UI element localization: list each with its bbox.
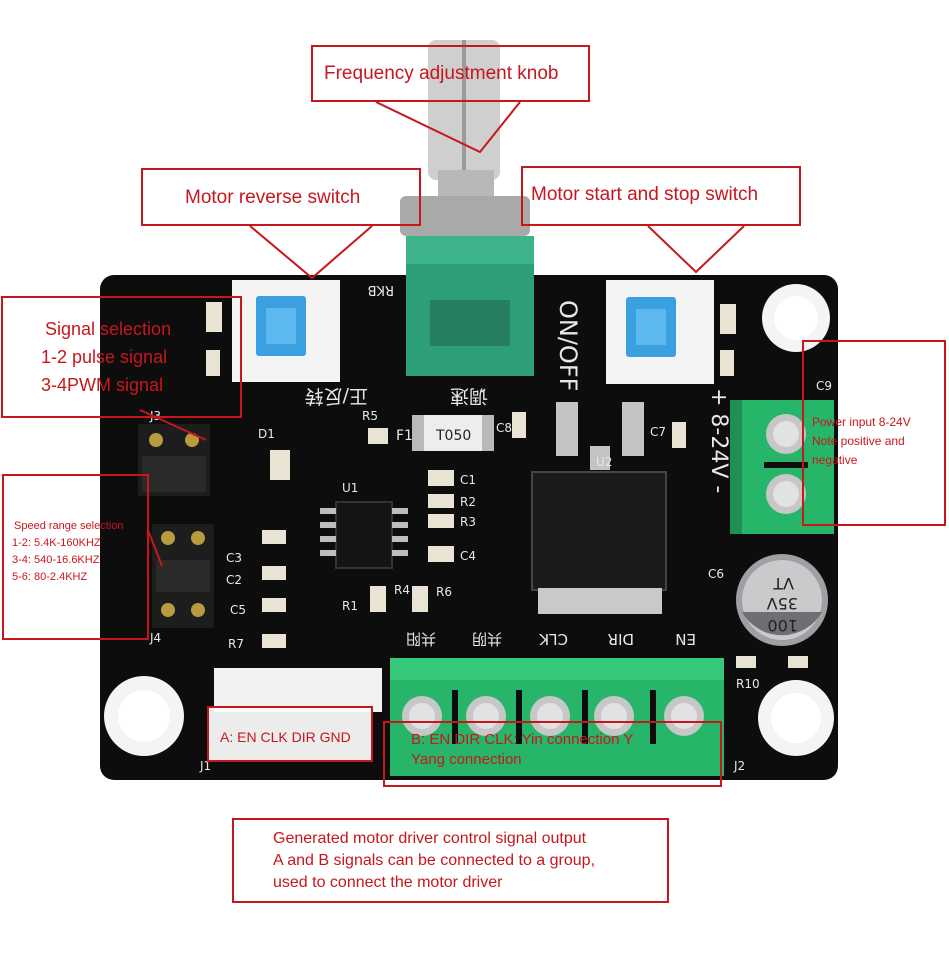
bottom-note-line2: A and B signals can be connected to a gr…	[273, 852, 596, 869]
start-stop-switch	[606, 280, 714, 384]
terminal-label-common-anode: 共阳	[406, 630, 436, 648]
mounting-hole	[758, 680, 834, 756]
port-a-text: A: EN CLK DIR GND	[220, 729, 351, 745]
speed-range-line1: 1-2: 5.4K-160KHZ	[12, 537, 101, 549]
signal-selection-line1: 1-2 pulse signal	[41, 347, 168, 367]
power-input-line1: Power input 8-24V	[812, 415, 911, 429]
callout-reverse-switch-text: Motor reverse switch	[185, 187, 361, 208]
voltage-regulator	[531, 402, 667, 614]
silk-c1: C1	[460, 473, 476, 487]
callout-frequency-knob-text: Frequency adjustment knob	[324, 63, 559, 84]
power-terminal-block	[730, 400, 834, 534]
silk-u1: U1	[342, 481, 358, 495]
terminal-label-clk: CLK	[538, 630, 568, 648]
terminal-label-dir: DIR	[608, 630, 634, 648]
silk-j4: J4	[149, 631, 161, 645]
cap-marking-voltage: 35V	[767, 594, 798, 613]
silk-j2: J2	[733, 759, 745, 773]
silk-rkb: RKB	[368, 282, 394, 297]
silk-forward-reverse: 正/反转	[305, 385, 368, 407]
callout-reverse-switch: Motor reverse switch	[141, 168, 421, 226]
silk-u2: U2	[596, 455, 612, 469]
signal-selection-line2: 3-4PWM signal	[41, 375, 164, 395]
callout-leaders	[139, 101, 745, 567]
power-input-line2: Note positive and	[812, 434, 905, 448]
silk-fuse: F1	[396, 428, 413, 444]
callout-port-a: A: EN CLK DIR GND	[207, 706, 373, 762]
silk-c7: C7	[650, 425, 666, 439]
electrolytic-capacitor	[736, 554, 828, 646]
silk-on-off: ON/OFF	[554, 300, 582, 391]
silk-r6: R6	[436, 585, 452, 599]
silk-power-polarity: + 8-24V -	[706, 388, 731, 493]
cap-marking-value: 100	[767, 616, 798, 635]
signal-jumper-header	[138, 424, 210, 496]
speed-range-line3: 5-6: 80-2.4KHZ	[12, 571, 88, 583]
speed-range-title: Speed range selection	[14, 520, 124, 532]
terminal-label-en: EN	[675, 630, 696, 648]
mounting-hole	[762, 284, 830, 352]
callout-start-stop-switch-text: Motor start and stop switch	[531, 184, 759, 205]
mounting-hole	[104, 676, 184, 756]
terminal-label-common-cathode: 共阴	[472, 630, 502, 648]
callout-signal-selection: Signal selection 1-2 pulse signal 3-4PWM…	[1, 296, 242, 418]
silk-c3: C3	[226, 551, 242, 565]
header-pad-strip	[214, 668, 382, 712]
speed-range-line2: 3-4: 540-16.6KHZ	[12, 554, 100, 566]
callout-bottom-note: Generated motor driver control signal ou…	[232, 818, 669, 903]
silk-r4: R4	[394, 583, 410, 597]
callout-power-input: Power input 8-24V Note positive and nega…	[802, 340, 946, 526]
signal-selection-title: Signal selection	[45, 319, 172, 339]
port-b-line2: Yang connection	[411, 751, 522, 768]
silk-c4: C4	[460, 549, 476, 563]
callout-speed-range: Speed range selection 1-2: 5.4K-160KHZ 3…	[2, 474, 149, 640]
reverse-switch	[232, 280, 340, 382]
silk-r5: R5	[362, 409, 378, 423]
pcb-board	[100, 275, 838, 780]
bottom-note-line1: Generated motor driver control signal ou…	[273, 830, 587, 847]
bottom-note-line3: used to connect the motor driver	[273, 874, 503, 891]
fuse	[412, 415, 494, 451]
smd-components	[206, 302, 808, 668]
silk-c8: C8	[496, 421, 512, 435]
silk-c5: C5	[230, 603, 246, 617]
speed-jumper-header	[152, 524, 214, 628]
silk-speed: 调速	[450, 385, 488, 407]
silk-r3: R3	[460, 515, 476, 529]
silk-d1: D1	[258, 427, 275, 441]
silk-j1: J1	[199, 759, 211, 773]
callout-port-b: B: EN DIR CLK: Yin connection Y Yang con…	[383, 721, 722, 787]
port-b-line1: B: EN DIR CLK: Yin connection Y	[411, 731, 634, 748]
silk-c9: C9	[816, 379, 832, 393]
silk-r10: R10	[736, 677, 760, 691]
silk-r2: R2	[460, 495, 476, 509]
power-input-line3: negative	[812, 453, 858, 467]
fuse-code: T050	[435, 428, 471, 444]
silk-c2: C2	[226, 573, 242, 587]
silk-r7: R7	[228, 637, 244, 651]
ic-chip	[320, 501, 408, 569]
silk-c6: C6	[708, 567, 724, 581]
callout-frequency-knob: Frequency adjustment knob	[311, 45, 590, 102]
cap-marking-vt: VT	[773, 574, 794, 593]
silk-r1: R1	[342, 599, 358, 613]
callout-start-stop-switch: Motor start and stop switch	[521, 166, 801, 226]
frequency-knob	[400, 40, 534, 376]
